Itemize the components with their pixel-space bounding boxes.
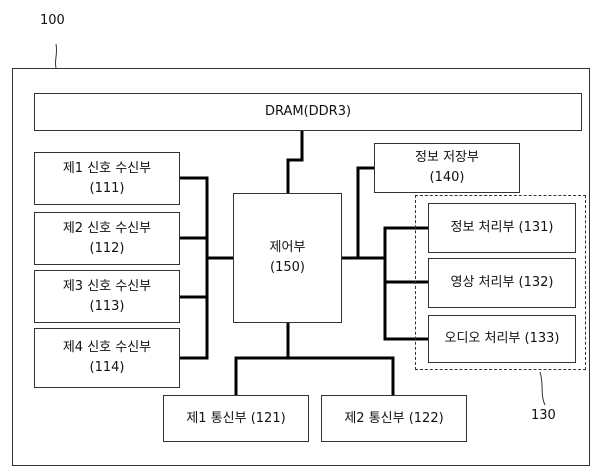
receiver-4-ref: (114) [89,360,125,375]
storage-ref: (140) [429,170,465,185]
comm-2-title: 제2 통신부 (122) [344,410,444,426]
receiver-2-ref: (112) [89,240,125,256]
leader-device [54,43,58,69]
storage-title: 정보 저장부 [415,150,479,165]
group-label: 130 [531,408,556,423]
info-processor-block: 정보 처리부 (131) [428,203,576,253]
line-rx1 [180,176,209,360]
line-storage [356,166,374,258]
controller-block: 제어부 (150) [233,193,342,323]
receiver-1-block: 제1 신호 수신부 (111) [34,152,180,205]
receiver-3-block: 제3 신호 수신부 (113) [34,270,180,323]
comm-1-title: 제1 통신부 (121) [186,410,286,426]
receiver-4-title: 제4 신호 수신부 [62,340,152,355]
device-outline [12,68,590,466]
controller-title: 제어부 [269,240,306,255]
video-processor-title: 영상 처리부 (132) [450,275,554,290]
receiver-1-title: 제1 신호 수신부 [62,160,152,176]
receiver-4-block: 제4 신호 수신부 (114) [34,328,180,388]
receiver-3-title: 제3 신호 수신부 [62,278,152,294]
line-controller-dram [286,131,304,193]
audio-processor-title: 오디오 처리부 (133) [444,331,560,346]
comm-2-block: 제2 통신부 (122) [321,395,467,442]
controller-ref: (150) [270,260,305,275]
receiver-2-block: 제2 신호 수신부 (112) [34,212,180,265]
leader-group [539,371,546,406]
audio-processor-block: 오디오 처리부 (133) [428,315,576,363]
dram-title: DRAM(DDR3) [264,104,352,119]
comm-1-block: 제1 통신부 (121) [163,395,309,442]
video-processor-block: 영상 처리부 (132) [428,258,576,308]
receiver-1-ref: (111) [89,180,125,196]
dram-block: DRAM(DDR3) [34,93,582,131]
processing-group-outline [415,195,586,370]
info-processor-title: 정보 처리부 (131) [450,220,554,235]
device-label: 100 [40,13,65,28]
storage-block: 정보 저장부 (140) [374,143,520,193]
receiver-3-ref: (113) [89,298,125,314]
receiver-2-title: 제2 신호 수신부 [62,220,152,236]
line-comm-bus [234,356,395,395]
